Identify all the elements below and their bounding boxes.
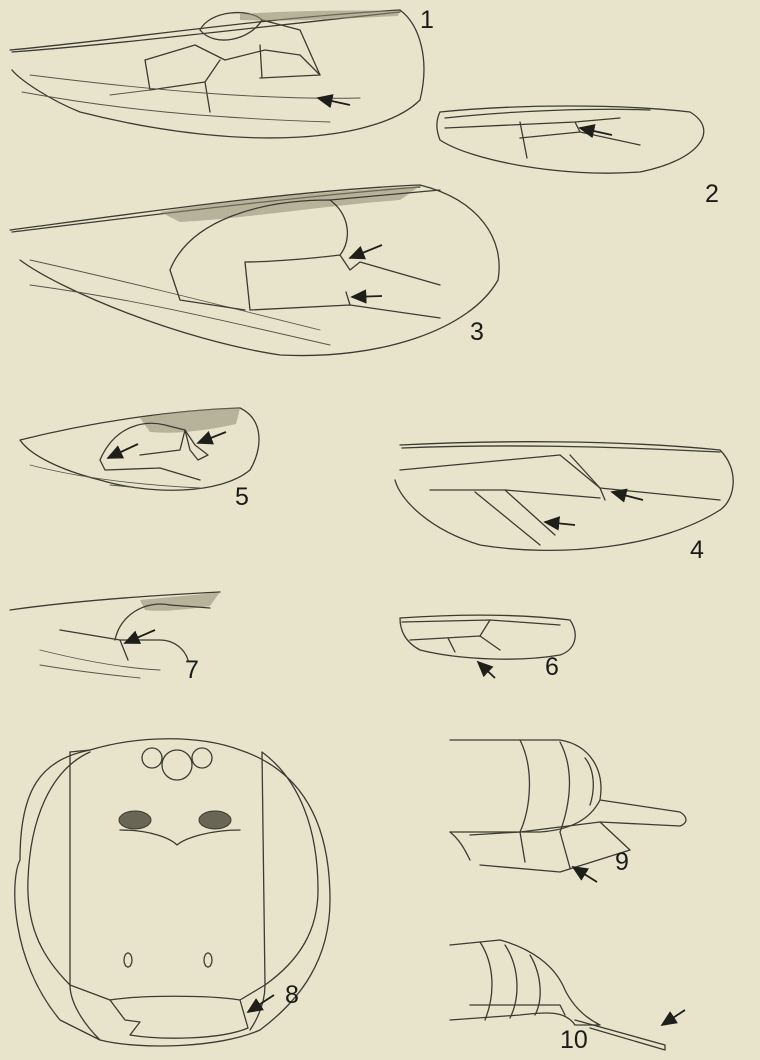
figure-9-arrow [573,867,597,882]
figure-label-8: 8 [285,983,299,1008]
figure-5-arrow-right [198,432,226,443]
figure-2-hindwing [437,106,704,173]
figure-label-7: 7 [185,658,199,683]
figure-label-3: 3 [470,320,484,345]
figure-7-arrow [125,630,155,643]
figure-10-arrow [662,1010,685,1025]
figure-9-abdomen [450,740,686,882]
figure-6-arrow [478,662,495,678]
figure-5-forewing [20,408,259,490]
figure-4-arrow-upper [612,492,643,500]
figure-label-9: 9 [615,850,629,875]
figure-5-arrow-left [108,444,138,458]
figure-1-forewing [10,10,424,138]
figure-1-arrow [318,98,350,105]
figure-3-arrow-upper [350,245,382,258]
figure-label-2: 2 [705,182,719,207]
figure-4-hindwing [395,442,733,551]
figure-3-arrow-lower [352,296,382,297]
figure-2-arrow [580,128,612,135]
figure-label-5: 5 [235,485,249,510]
figure-label-6: 6 [545,655,559,680]
figure-label-4: 4 [690,538,704,563]
figure-label-10: 10 [560,1028,588,1053]
figure-4-arrow-lower [545,522,575,525]
figure-8-head [15,739,330,1046]
figure-label-1: 1 [420,8,434,33]
figure-3-forewing [10,185,499,356]
